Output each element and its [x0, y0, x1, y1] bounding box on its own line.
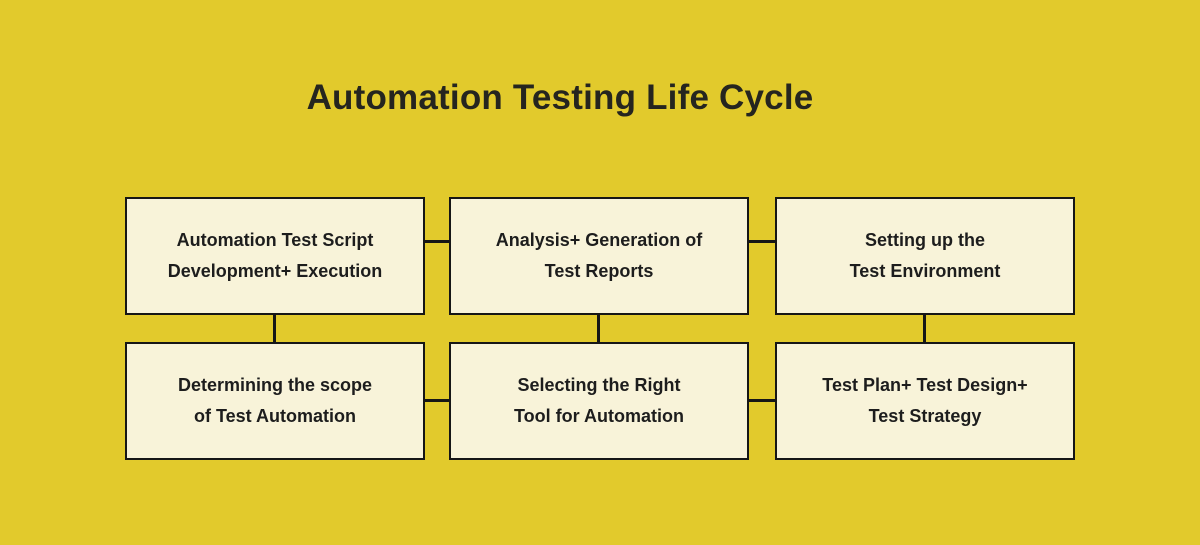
node-label-line: Tool for Automation	[514, 406, 684, 426]
node-setting-up-the-test-environment: Setting up the Test Environment	[775, 197, 1075, 315]
node-label-line: Development+ Execution	[167, 261, 383, 281]
node-label-line: Setting up the	[865, 230, 985, 250]
connector-top-row-right	[746, 240, 777, 243]
node-test-plan-test-design-test-strategy: Test Plan+ Test Design+ Test Strategy	[775, 342, 1075, 460]
node-automation-test-script-development-execution: Automation Test Script Development+ Exec…	[125, 197, 425, 315]
node-label-line: Test Reports	[544, 261, 654, 281]
connector-vertical-middle-column	[597, 313, 600, 344]
node-label-line: Automation Test Script	[176, 230, 374, 250]
node-label-line: Analysis+ Generation of	[495, 230, 703, 250]
node-determining-the-scope-of-test-automation: Determining the scope of Test Automation	[125, 342, 425, 460]
node-label-line: of Test Automation	[194, 406, 356, 426]
connector-top-row-left	[423, 240, 451, 243]
node-label-line: Test Strategy	[868, 406, 982, 426]
page-title: Automation Testing Life Cycle	[306, 78, 814, 117]
connector-bottom-row-left	[423, 399, 451, 402]
node-selecting-the-right-tool-for-automation: Selecting the Right Tool for Automation	[449, 342, 749, 460]
node-label-line: Determining the scope	[177, 375, 373, 395]
connector-vertical-right-column	[923, 313, 926, 344]
node-analysis-generation-of-test-reports: Analysis+ Generation of Test Reports	[449, 197, 749, 315]
connector-vertical-left-column	[273, 313, 276, 344]
connector-bottom-row-right	[746, 399, 777, 402]
node-label-line: Selecting the Right	[517, 375, 681, 395]
node-label-line: Test Environment	[849, 261, 1001, 281]
node-label-line: Test Plan+ Test Design+	[822, 375, 1028, 395]
